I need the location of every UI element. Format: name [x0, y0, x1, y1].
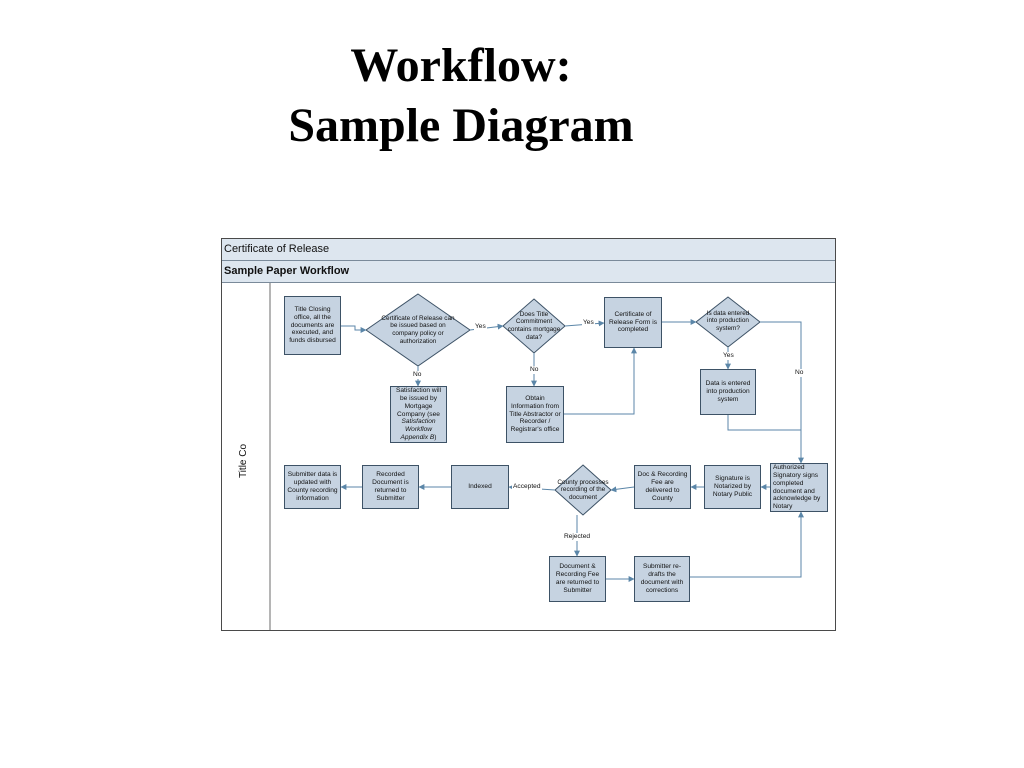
- decision-county-processes-text: County processes recording of the docume…: [557, 478, 609, 501]
- decision-title-commitment-text: Does Title Commitment contains mortgage …: [507, 310, 561, 341]
- edge-data-question-no: [760, 321, 804, 464]
- diagram-header: Certificate of Release: [222, 239, 835, 261]
- edge-redrafts-to-authorized: [690, 511, 804, 578]
- node-form-completed: Certificate of Release Form is completed: [604, 297, 662, 348]
- edge-label-yes-1: Yes: [474, 323, 487, 331]
- satisfaction-close: ): [434, 434, 437, 441]
- satisfaction-workflow-reference: Satisfaction Workflow Appendix B: [400, 418, 436, 441]
- edge-closing-to-release: [341, 325, 367, 333]
- node-authorized-signatory: Authorized Signatory signs completed doc…: [770, 463, 828, 512]
- decision-can-release-text: Certificate of Release can be issued bas…: [381, 314, 455, 345]
- diagram-canvas: [269, 283, 804, 630]
- edge-label-yes-2: Yes: [582, 319, 595, 327]
- node-returned: Document & Recording Fee are returned to…: [549, 556, 606, 602]
- edge-delivered-to-county: [610, 486, 635, 493]
- node-obtain-info: Obtain Information from Title Abstractor…: [506, 386, 564, 443]
- node-notarized: Signature is Notarized by Notary Public: [704, 465, 761, 509]
- edge-label-rejected: Rejected: [563, 533, 592, 541]
- node-redrafts: Submitter re-drafts the document with co…: [634, 556, 690, 602]
- node-data-entered: Data is entered into production system: [700, 369, 756, 415]
- node-delivered: Doc & Recording Fee are delivered to Cou…: [634, 465, 691, 509]
- decision-data-entered-text: Is data entered into production system?: [706, 309, 750, 332]
- edge-label-no-1: No: [412, 371, 423, 379]
- node-recorded: Recorded Document is returned to Submitt…: [362, 465, 419, 509]
- edge-obtain-to-form: [564, 347, 637, 415]
- edge-data-entered-to-authorized: [727, 415, 802, 463]
- lane-label-title-co: Title Co: [238, 443, 249, 479]
- decision-county-processes: [554, 464, 612, 516]
- diagram-subheader: Sample Paper Workflow: [222, 261, 835, 283]
- slide-title-line-1: Workflow:: [350, 39, 572, 92]
- workflow-diagram: Certificate of Release Sample Paper Work…: [221, 238, 836, 631]
- node-satisfaction: Satisfaction will be issued by Mortgage …: [390, 386, 447, 443]
- node-title-closing: Title Closing office, all the documents …: [284, 296, 341, 355]
- satisfaction-text: Satisfaction will be issued by Mortgage …: [395, 387, 442, 418]
- edge-label-no-3: No: [794, 369, 805, 377]
- node-indexed: Indexed: [451, 465, 509, 509]
- node-submitter-updated: Submitter data is updated with County re…: [284, 465, 341, 509]
- edge-label-yes-3: Yes: [722, 352, 735, 360]
- edge-label-accepted: Accepted: [512, 483, 542, 491]
- edge-label-no-2: No: [529, 366, 540, 374]
- slide-title-line-2: Sample Diagram: [288, 99, 634, 152]
- slide-title: Workflow: Sample Diagram: [0, 36, 922, 156]
